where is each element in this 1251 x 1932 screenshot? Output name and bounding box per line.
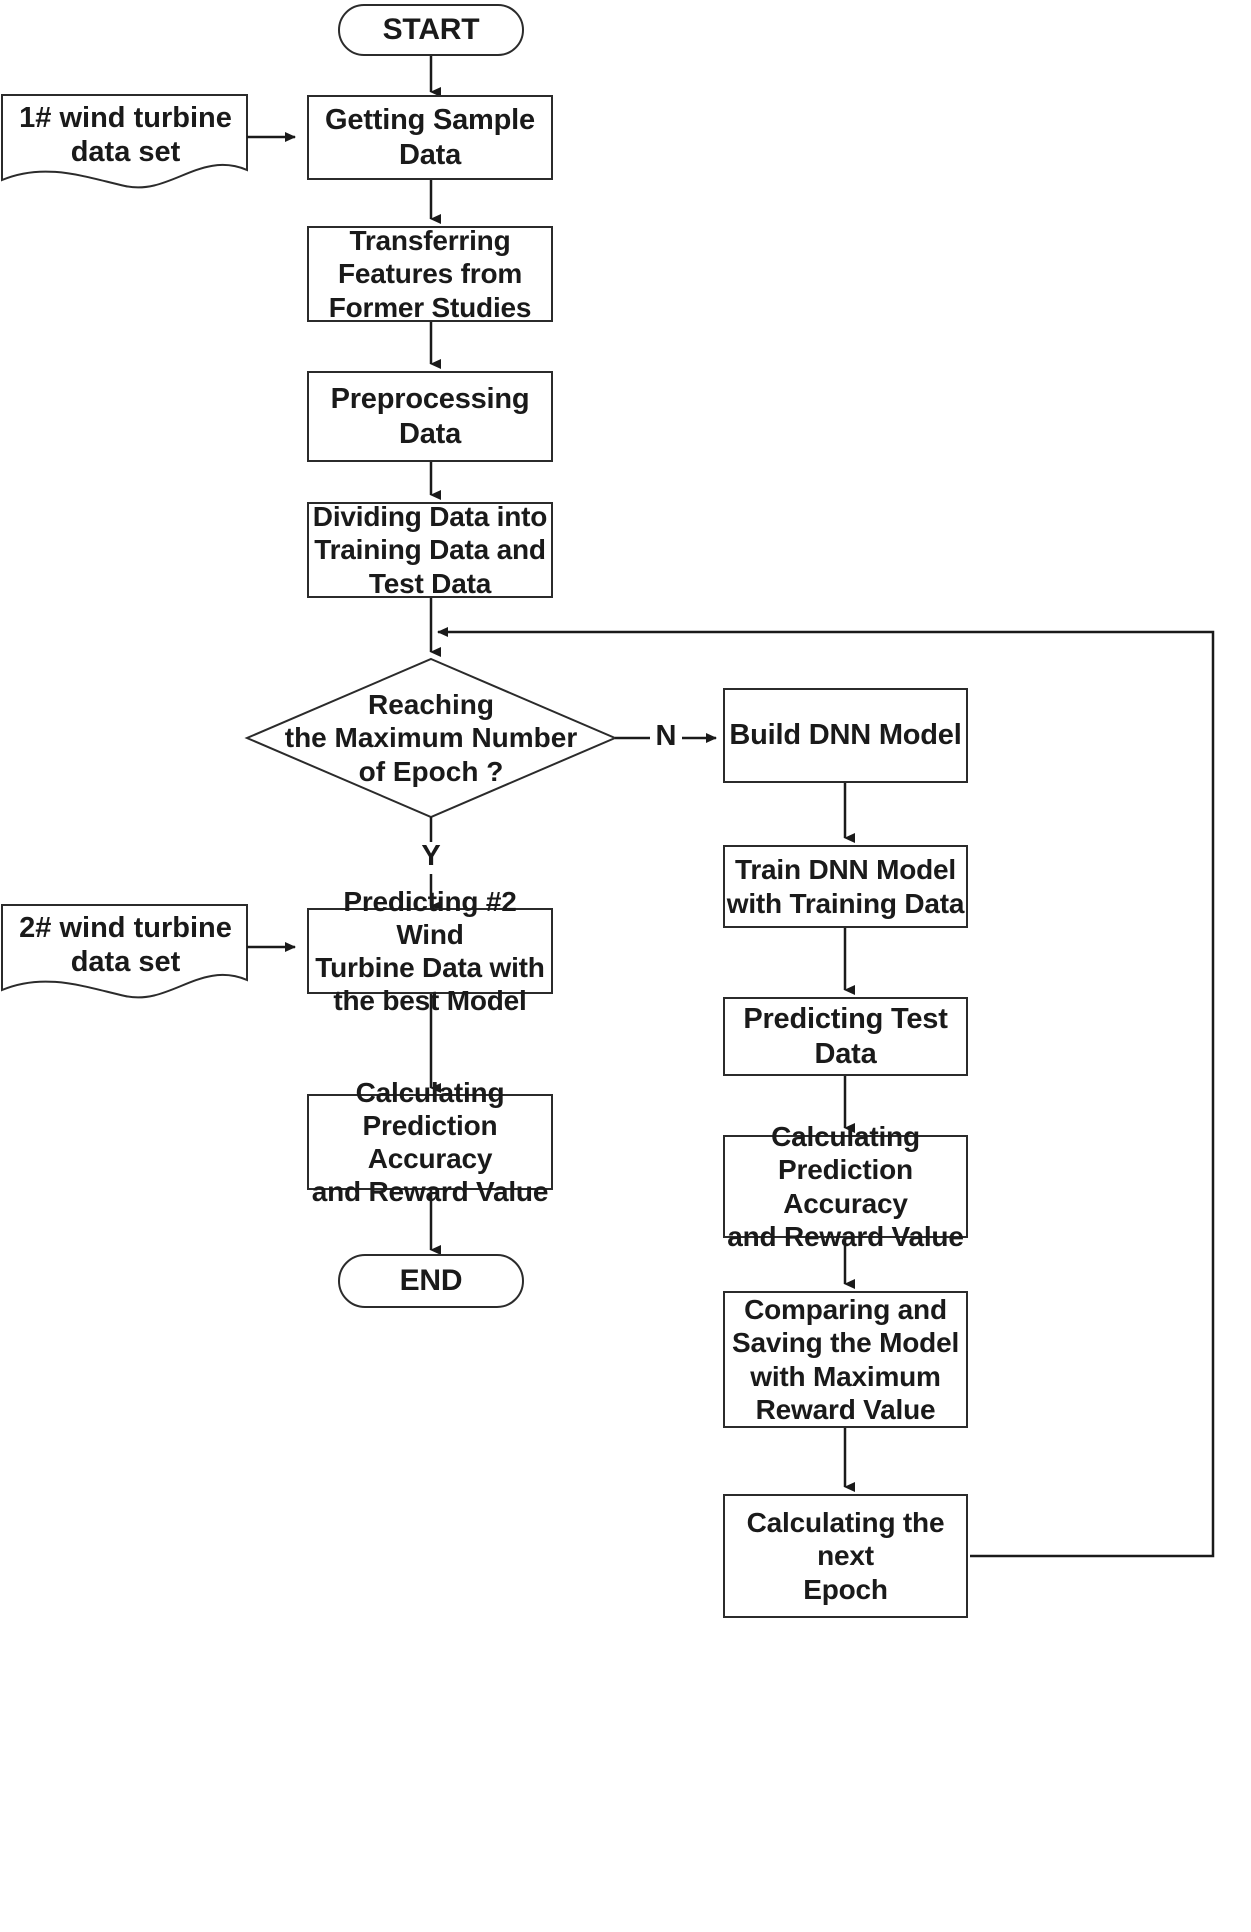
process-comparing-saving-model[interactable]: Comparing and Saving the Model with Maxi… xyxy=(723,1291,968,1428)
terminator-start-label: START xyxy=(382,13,480,47)
process-dividing-data-label: Dividing Data into Training Data and Tes… xyxy=(312,501,548,599)
process-preprocessing-data-label: Preprocessing Data xyxy=(330,383,530,450)
process-preprocessing-data[interactable]: Preprocessing Data xyxy=(307,371,553,462)
terminator-start[interactable]: START xyxy=(338,4,524,56)
edge-label-no: N xyxy=(650,722,682,754)
process-transferring-features[interactable]: Transferring Features from Former Studie… xyxy=(307,225,553,323)
process-predicting-test-data[interactable]: Predicting Test Data xyxy=(723,997,968,1076)
process-calculating-next-epoch-label: Calculating the next Epoch xyxy=(746,1507,945,1605)
process-getting-sample-data-label: Getting Sample Data xyxy=(325,104,535,171)
document-dataset1-label: 1# wind turbine data set xyxy=(19,101,232,168)
process-calculating-next-epoch[interactable]: Calculating the next Epoch xyxy=(723,1494,968,1618)
process-predicting-wind2-label: Predicting #2 Wind Turbine Data with the… xyxy=(315,885,545,1017)
process-dividing-data[interactable]: Dividing Data into Training Data and Tes… xyxy=(307,501,553,599)
decision-reaching-max-epoch-label: Reaching the Maximum Number of Epoch ? xyxy=(284,689,578,787)
process-calculating-accuracy-right[interactable]: Calculating Prediction Accuracy and Rewa… xyxy=(723,1121,968,1252)
document-dataset2-label: 2# wind turbine data set xyxy=(19,911,232,978)
terminator-end[interactable]: END xyxy=(338,1254,524,1308)
document-dataset2[interactable]: 2# wind turbine data set xyxy=(4,906,247,984)
process-getting-sample-data[interactable]: Getting Sample Data xyxy=(307,95,553,180)
edge-label-yes-text: Y xyxy=(421,840,441,872)
process-predicting-test-data-label: Predicting Test Data xyxy=(743,1003,948,1070)
process-calculating-accuracy-left[interactable]: Calculating Prediction Accuracy and Rewa… xyxy=(307,1077,553,1207)
process-calculating-accuracy-left-label: Calculating Prediction Accuracy and Rewa… xyxy=(311,1076,549,1208)
process-build-dnn-model-label: Build DNN Model xyxy=(729,719,962,752)
process-calculating-accuracy-right-label: Calculating Prediction Accuracy and Rewa… xyxy=(727,1121,964,1252)
process-predicting-wind2[interactable]: Predicting #2 Wind Turbine Data with the… xyxy=(307,886,553,1016)
edge-label-no-text: N xyxy=(655,720,677,752)
edge-label-yes: Y xyxy=(415,842,447,874)
decision-reaching-max-epoch[interactable]: Reaching the Maximum Number of Epoch ? xyxy=(251,689,611,786)
process-comparing-saving-model-label: Comparing and Saving the Model with Maxi… xyxy=(731,1294,960,1425)
terminator-end-label: END xyxy=(399,1264,463,1298)
process-train-dnn-model-label: Train DNN Model with Training Data xyxy=(726,854,965,919)
document-dataset1[interactable]: 1# wind turbine data set xyxy=(4,96,247,174)
process-transferring-features-label: Transferring Features from Former Studie… xyxy=(328,225,532,323)
process-build-dnn-model[interactable]: Build DNN Model xyxy=(723,688,968,783)
process-train-dnn-model[interactable]: Train DNN Model with Training Data xyxy=(723,845,968,928)
